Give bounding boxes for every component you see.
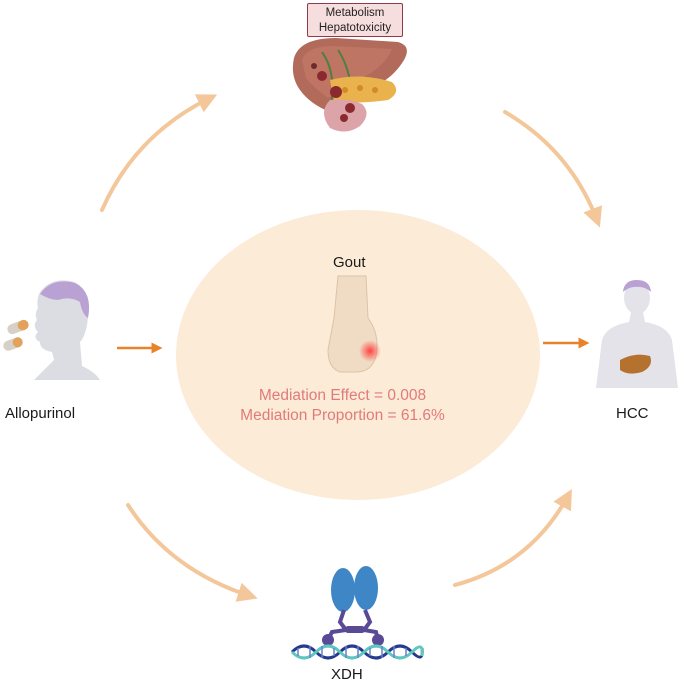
mediator-label: Gout — [333, 254, 366, 271]
human-body-icon — [596, 280, 678, 388]
protein-dimer-icon — [322, 566, 384, 646]
mechanism-label-1: Metabolism — [325, 7, 385, 19]
arrow-mechanism-to-outcome — [503, 110, 603, 228]
liver-pancreas-icon — [292, 38, 407, 132]
mechanism-box: Metabolism Hepatotoxicity — [307, 3, 403, 37]
exposure-label: Allopurinol — [5, 405, 76, 422]
mediation-proportion-text: Mediation Proportion = 61.6% — [240, 407, 445, 424]
mechanism-label-2: Hepatotoxicity — [318, 22, 392, 34]
pill-capsule-icon — [3, 319, 29, 351]
arrow-exposure-to-mechanism — [100, 94, 218, 212]
dna-helix-icon — [290, 644, 424, 660]
arrow-gene-to-outcome — [453, 488, 572, 587]
arrow-exposure-to-gene — [126, 503, 258, 602]
foot-icon — [327, 275, 381, 373]
gene-label: XDH — [331, 666, 363, 683]
mediation-effect-text: Mediation Effect = 0.008 — [258, 387, 427, 404]
human-head-icon — [34, 280, 100, 380]
outcome-label: HCC — [616, 405, 649, 422]
